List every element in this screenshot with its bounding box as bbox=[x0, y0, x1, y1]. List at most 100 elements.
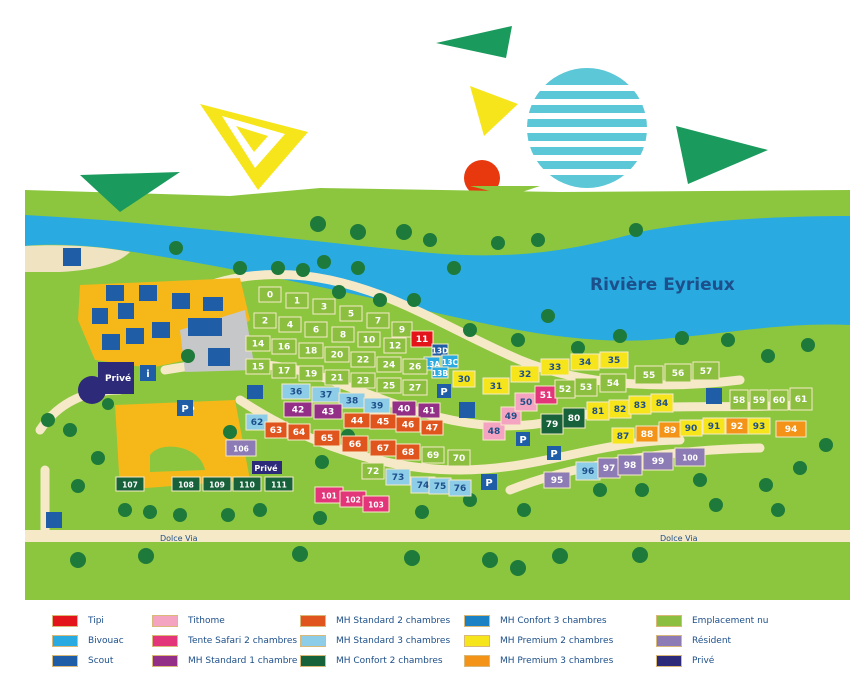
lot-33[interactable]: 33 bbox=[540, 358, 570, 376]
lot-37[interactable]: 37 bbox=[311, 386, 341, 403]
lot-6[interactable]: 6 bbox=[304, 321, 328, 338]
lot-92[interactable]: 92 bbox=[725, 417, 749, 435]
lot-80[interactable]: 80 bbox=[562, 407, 586, 429]
lot-1[interactable]: 1 bbox=[285, 292, 309, 309]
lot-106[interactable]: 106 bbox=[225, 439, 257, 457]
lot-96[interactable]: 96 bbox=[575, 461, 601, 481]
lot-48[interactable]: 48 bbox=[482, 421, 506, 441]
lot-63[interactable]: 63 bbox=[264, 421, 288, 439]
lot-107[interactable]: 107 bbox=[115, 476, 145, 492]
lot-10[interactable]: 10 bbox=[357, 331, 381, 348]
lot-16[interactable]: 16 bbox=[271, 338, 297, 355]
lot-91[interactable]: 91 bbox=[702, 417, 726, 435]
lot-5[interactable]: 5 bbox=[339, 305, 363, 322]
lot-65[interactable]: 65 bbox=[313, 429, 341, 447]
lot-60[interactable]: 60 bbox=[769, 389, 789, 411]
lot-35[interactable]: 35 bbox=[599, 351, 629, 369]
lot-109[interactable]: 109 bbox=[202, 476, 232, 492]
lot-97[interactable]: 97 bbox=[597, 457, 621, 479]
lot-34[interactable]: 34 bbox=[570, 353, 600, 371]
lot-90[interactable]: 90 bbox=[679, 419, 703, 437]
lot-67[interactable]: 67 bbox=[369, 439, 397, 457]
lot-72[interactable]: 72 bbox=[361, 462, 385, 480]
lot-101[interactable]: 101 bbox=[314, 486, 344, 504]
lot-30[interactable]: 30 bbox=[452, 370, 476, 388]
lot-43[interactable]: 43 bbox=[313, 403, 343, 420]
lot-64[interactable]: 64 bbox=[287, 423, 311, 441]
lot-9[interactable]: 9 bbox=[391, 321, 413, 338]
lot-8[interactable]: 8 bbox=[331, 326, 355, 343]
lot-20[interactable]: 20 bbox=[324, 346, 350, 363]
lot-84[interactable]: 84 bbox=[650, 393, 674, 413]
lot-18[interactable]: 18 bbox=[298, 342, 324, 359]
lot-95[interactable]: 95 bbox=[543, 471, 571, 489]
lot-3[interactable]: 3 bbox=[312, 298, 336, 315]
lot-75[interactable]: 75 bbox=[428, 477, 452, 495]
lot-14[interactable]: 14 bbox=[245, 335, 271, 352]
lot-44[interactable]: 44 bbox=[343, 412, 371, 429]
lot-52[interactable]: 52 bbox=[554, 379, 576, 399]
lot-100[interactable]: 100 bbox=[674, 447, 706, 467]
lot-12[interactable]: 12 bbox=[383, 337, 407, 354]
lot-57[interactable]: 57 bbox=[692, 361, 720, 381]
lot-54[interactable]: 54 bbox=[599, 373, 627, 393]
lot-83[interactable]: 83 bbox=[628, 395, 652, 415]
lot-88[interactable]: 88 bbox=[635, 425, 659, 443]
lot-89[interactable]: 89 bbox=[658, 421, 682, 439]
lot-70[interactable]: 70 bbox=[447, 449, 471, 467]
lot-73[interactable]: 73 bbox=[385, 468, 411, 486]
lot-102[interactable]: 102 bbox=[339, 490, 367, 508]
lot-2[interactable]: 2 bbox=[253, 312, 277, 329]
lot-76[interactable]: 76 bbox=[448, 479, 472, 497]
lot-111[interactable]: 111 bbox=[264, 476, 294, 492]
lot-99[interactable]: 99 bbox=[642, 451, 674, 471]
lot-50[interactable]: 50 bbox=[514, 392, 538, 412]
lot-55[interactable]: 55 bbox=[634, 365, 664, 385]
lot-59[interactable]: 59 bbox=[749, 389, 769, 411]
lot-36[interactable]: 36 bbox=[281, 383, 311, 400]
lot-0[interactable]: 0 bbox=[258, 286, 282, 303]
lot-87[interactable]: 87 bbox=[611, 427, 635, 445]
lot-46[interactable]: 46 bbox=[395, 416, 421, 433]
lot-69[interactable]: 69 bbox=[421, 446, 445, 464]
lot-47[interactable]: 47 bbox=[420, 419, 444, 436]
lot-81[interactable]: 81 bbox=[586, 401, 610, 421]
lot-56[interactable]: 56 bbox=[664, 363, 692, 383]
lot-68[interactable]: 68 bbox=[395, 443, 421, 461]
lot-98[interactable]: 98 bbox=[617, 454, 643, 476]
lot-53[interactable]: 53 bbox=[574, 377, 598, 397]
lot-19[interactable]: 19 bbox=[298, 365, 324, 382]
lot-66[interactable]: 66 bbox=[341, 435, 369, 453]
lot-38[interactable]: 38 bbox=[338, 392, 366, 409]
lot-15[interactable]: 15 bbox=[245, 358, 271, 375]
lot-58[interactable]: 58 bbox=[729, 389, 749, 411]
lot-45[interactable]: 45 bbox=[369, 413, 397, 430]
lot-17[interactable]: 17 bbox=[271, 362, 297, 379]
lot-61[interactable]: 61 bbox=[789, 387, 813, 411]
lot-25[interactable]: 25 bbox=[376, 377, 402, 394]
lot-42[interactable]: 42 bbox=[283, 401, 313, 418]
lot-13D[interactable]: 13D bbox=[431, 343, 449, 357]
lot-79[interactable]: 79 bbox=[540, 413, 564, 435]
lot-31[interactable]: 31 bbox=[482, 377, 510, 395]
lot-82[interactable]: 82 bbox=[608, 399, 632, 419]
lot-62[interactable]: 62 bbox=[245, 413, 269, 431]
lot-32[interactable]: 32 bbox=[510, 365, 540, 383]
lot-94[interactable]: 94 bbox=[775, 420, 807, 438]
lot-41[interactable]: 41 bbox=[417, 402, 441, 419]
lot-108[interactable]: 108 bbox=[171, 476, 201, 492]
lot-21[interactable]: 21 bbox=[324, 369, 350, 386]
lot-93[interactable]: 93 bbox=[747, 417, 771, 435]
lot-4[interactable]: 4 bbox=[278, 316, 302, 333]
lot-22[interactable]: 22 bbox=[350, 351, 376, 368]
lot-103[interactable]: 103 bbox=[362, 495, 390, 513]
lot-11[interactable]: 11 bbox=[410, 330, 434, 348]
lot-24[interactable]: 24 bbox=[376, 356, 402, 373]
lot-39[interactable]: 39 bbox=[363, 397, 391, 414]
lot-23[interactable]: 23 bbox=[350, 372, 376, 389]
lot-7[interactable]: 7 bbox=[366, 312, 390, 329]
lot-27[interactable]: 27 bbox=[402, 379, 428, 396]
lot-40[interactable]: 40 bbox=[391, 400, 417, 417]
lot-51[interactable]: 51 bbox=[534, 385, 558, 405]
lot-26[interactable]: 26 bbox=[402, 358, 428, 375]
